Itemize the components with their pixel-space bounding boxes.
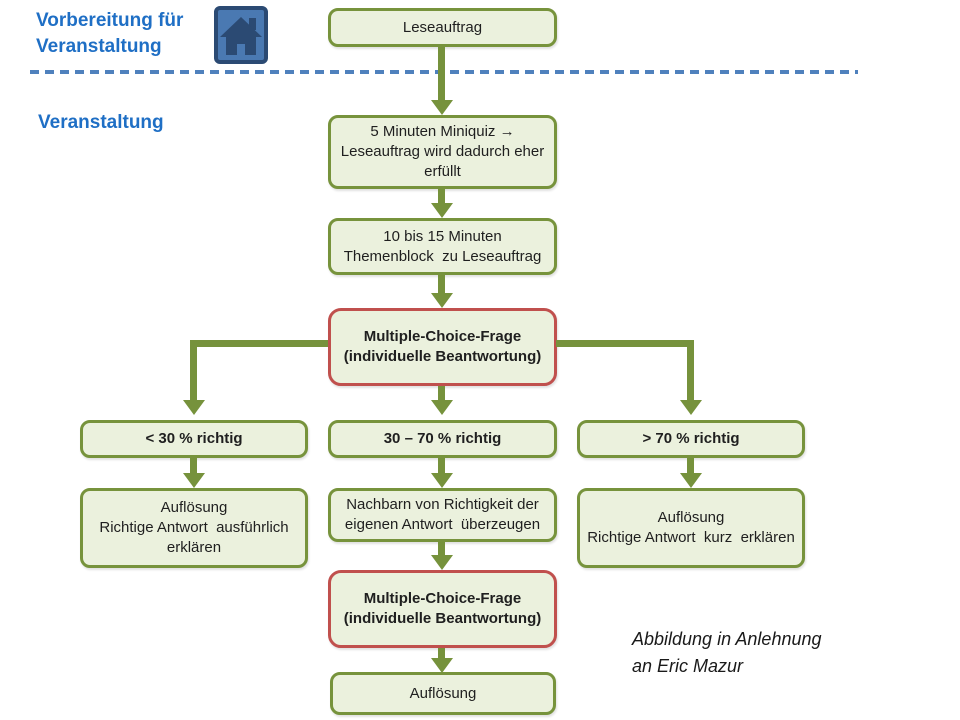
node-label: Multiple-Choice-Frage (individuelle Bean…: [343, 590, 542, 627]
node-gt70: > 70 % richtig: [577, 420, 805, 458]
connector-stem: [438, 458, 445, 473]
node-nachbarn-ueberzeugen: Nachbarn von Richtigkeit der eigenen Ant…: [328, 488, 557, 542]
connector-stem: [438, 648, 445, 658]
arrow-down-icon: [431, 203, 453, 218]
node-label: Multiple-Choice-Frage (individuelle Bean…: [343, 328, 542, 365]
node-label: 10 bis 15 Minuten Themenblock zu Leseauf…: [343, 227, 542, 265]
node-multiple-choice-frage-1: Multiple-Choice-Frage (individuelle Bean…: [328, 308, 557, 386]
connector-stem: [438, 47, 445, 100]
attribution-caption: Abbildung in Anlehnung an Eric Mazur: [632, 629, 822, 676]
node-label: < 30 % richtig: [145, 430, 243, 448]
arrow-down-icon: [183, 400, 205, 415]
node-aufloesung-ausfuehrlich: Auflösung Richtige Antwort ausführlich e…: [80, 488, 308, 568]
connector-stem: [190, 458, 197, 473]
connector-stem: [687, 458, 694, 473]
event-phase-label: Veranstaltung: [38, 112, 164, 133]
node-leseauftrag: Leseauftrag: [328, 8, 557, 47]
arrow-down-icon: [431, 100, 453, 115]
connector-stem: [438, 386, 445, 400]
node-30-70: 30 – 70 % richtig: [328, 420, 557, 458]
node-aufloesung-kurz: Auflösung Richtige Antwort kurz erklären: [577, 488, 805, 568]
arrow-down-icon: [431, 293, 453, 308]
node-label: > 70 % richtig: [642, 430, 740, 448]
preparation-phase-label: Vorbereitung für Veranstaltung: [36, 10, 184, 57]
node-label: 30 – 70 % richtig: [383, 430, 502, 448]
connector-stem: [438, 189, 445, 203]
node-lt30: < 30 % richtig: [80, 420, 308, 458]
arrow-down-icon: [431, 473, 453, 488]
home-icon: [214, 6, 268, 64]
arrow-down-icon: [680, 400, 702, 415]
home-button[interactable]: [214, 6, 268, 69]
node-miniquiz: 5 Minuten Miniquiz → Leseauftrag wird da…: [328, 115, 557, 189]
arrow-down-icon: [680, 473, 702, 488]
node-aufloesung-final: Auflösung: [330, 672, 556, 715]
arrow-down-icon: [431, 658, 453, 673]
arrow-down-icon: [183, 473, 205, 488]
node-label: Auflösung Richtige Antwort ausführlich e…: [99, 499, 289, 556]
node-label: Leseauftrag: [402, 18, 483, 36]
connector-stem: [687, 340, 694, 400]
node-label: Nachbarn von Richtigkeit der eigenen Ant…: [344, 496, 541, 533]
arrow-down-icon: [431, 400, 453, 415]
connector-stem: [438, 275, 445, 293]
connector-branch-left: [191, 340, 328, 347]
node-themenblock: 10 bis 15 Minuten Themenblock zu Leseauf…: [328, 218, 557, 275]
node-label: 5 Minuten Miniquiz → Leseauftrag wird da…: [340, 123, 545, 180]
arrow-down-icon: [431, 555, 453, 570]
connector-stem: [190, 340, 197, 400]
node-label: Auflösung: [409, 684, 477, 702]
connector-branch-right: [556, 340, 694, 347]
connector-stem: [438, 542, 445, 555]
node-label: Auflösung Richtige Antwort kurz erklären: [587, 509, 795, 546]
node-multiple-choice-frage-2: Multiple-Choice-Frage (individuelle Bean…: [328, 570, 557, 648]
